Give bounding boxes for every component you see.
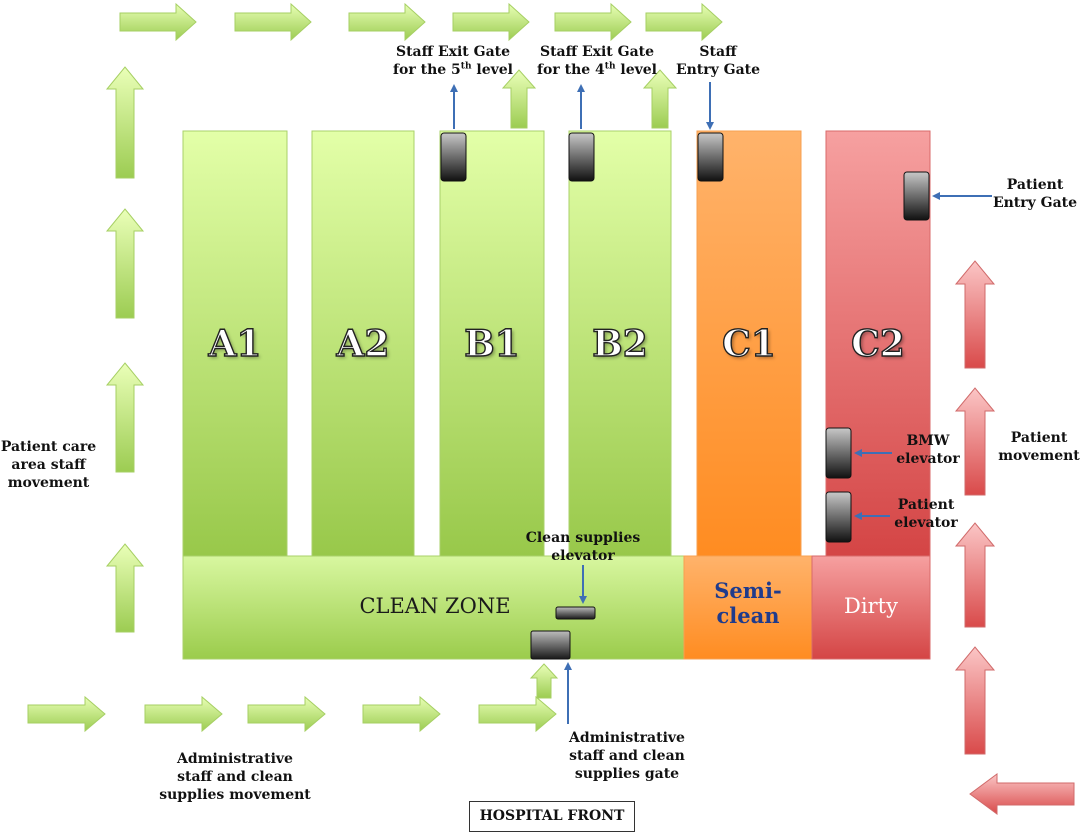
block-c1 [696, 130, 802, 557]
staff-exit-gate-4-label: Staff Exit Gate for the 4th level [522, 43, 672, 79]
bmw-elevator-icon [825, 427, 852, 479]
arrow-up-icon [105, 543, 145, 633]
arrow-right-icon [478, 695, 557, 733]
dirty-zone [811, 555, 931, 660]
staff-exit-gate-4-line2: for the 4th level [537, 61, 657, 79]
patient-elevator-label: Patient elevator [888, 496, 964, 532]
patient-movement-line1: Patient [1010, 430, 1068, 446]
staff-exit-gate-5-line2: for the 5th level [393, 61, 513, 79]
admin-movement-label: Administrative staff and clean supplies … [145, 750, 325, 805]
admin-gate-line1: Administrative [569, 730, 685, 746]
block-a1-title: A1 [208, 322, 262, 365]
arrow-up-icon [642, 69, 678, 129]
arrow-up-icon [501, 69, 537, 129]
staff-entry-gate-icon [697, 132, 724, 182]
bmw-elevator-label: BMW elevator [890, 432, 966, 468]
care-staff-movement-line2: area staff [11, 457, 86, 474]
dirty-zone-label: Dirty [844, 594, 898, 618]
block-b2 [568, 130, 672, 557]
admin-gate-line2: staff and clean [569, 748, 685, 765]
arrow-right-icon [27, 695, 106, 733]
patient-entry-gate-icon [903, 171, 930, 221]
arrow-up-icon [105, 66, 145, 179]
block-c2-title: C2 [850, 322, 905, 365]
admin-gate-icon [530, 630, 571, 660]
clean-supplies-elevator-icon [555, 606, 596, 620]
arrow-up-icon [954, 522, 996, 628]
arrow-right-icon [348, 2, 426, 42]
staff-exit-gate-4-icon [568, 132, 595, 182]
block-a2-title: A2 [336, 322, 390, 365]
admin-gate-label: Administrative staff and clean supplies … [556, 729, 698, 784]
semiclean-zone [683, 555, 813, 660]
staff-entry-gate-line2: Entry Gate [675, 62, 761, 79]
patient-elevator-line2: elevator [894, 515, 958, 532]
clean-zone [182, 555, 685, 660]
clean-supplies-elevator-line1: Clean supplies [525, 530, 641, 546]
arrow-left-icon [969, 773, 1075, 815]
staff-exit-gate-5-icon [440, 132, 467, 182]
arrow-up-icon [954, 646, 996, 755]
block-b1 [439, 130, 545, 557]
care-staff-movement-line3: movement [7, 475, 90, 492]
arrow-right-icon [645, 2, 723, 42]
patient-elevator-line1: Patient [897, 497, 955, 513]
bmw-elevator-line1: BMW [906, 433, 950, 449]
staff-exit-gate-5-line1: Staff Exit Gate [395, 44, 511, 60]
block-b1-title: B1 [464, 322, 521, 365]
patient-entry-gate-line1: Patient [1006, 177, 1064, 193]
patient-entry-gate-line2: Entry Gate [992, 195, 1078, 212]
admin-gate-line3: supplies gate [574, 766, 680, 783]
patient-elevator-icon [825, 491, 852, 543]
patient-entry-gate-label: Patient Entry Gate [990, 176, 1080, 212]
care-staff-movement-line1: Patient care [0, 439, 97, 455]
arrow-up-icon [954, 387, 996, 496]
block-a2 [311, 130, 415, 557]
arrow-right-icon [554, 2, 632, 42]
care-staff-movement-label: Patient care area staff movement [0, 438, 97, 493]
hospital-front-label: HOSPITAL FRONT [469, 801, 635, 832]
arrow-right-icon [144, 695, 223, 733]
bmw-elevator-line2: elevator [896, 451, 960, 468]
staff-exit-gate-5-label: Staff Exit Gate for the 5th level [378, 43, 528, 79]
clean-zone-label: CLEAN ZONE [359, 594, 511, 618]
semiclean-label-line2: clean [716, 603, 780, 629]
staff-entry-gate-line1: Staff [699, 44, 737, 60]
arrow-right-icon [234, 2, 312, 42]
staff-entry-gate-label: Staff Entry Gate [668, 43, 768, 79]
arrow-right-icon [119, 2, 197, 42]
block-b2-title: B2 [592, 322, 649, 365]
clean-supplies-elevator-label: Clean supplies elevator [515, 529, 651, 565]
arrow-up-icon [105, 362, 145, 473]
patient-movement-line2: movement [998, 448, 1080, 465]
admin-movement-line2: staff and clean [177, 769, 293, 786]
arrow-right-icon [452, 2, 530, 42]
admin-movement-line3: supplies movement [159, 787, 311, 804]
semiclean-label: Semi- clean [684, 578, 812, 628]
block-c1-title: C1 [721, 322, 776, 365]
clean-supplies-elevator-line2: elevator [551, 548, 615, 565]
arrow-right-icon [362, 695, 441, 733]
semiclean-label-line1: Semi- [714, 578, 782, 603]
staff-exit-gate-4-line1: Staff Exit Gate [539, 44, 655, 60]
patient-movement-label: Patient movement [995, 429, 1083, 465]
arrow-up-icon [529, 663, 559, 699]
block-a1 [182, 130, 288, 557]
arrow-right-icon [247, 695, 326, 733]
admin-movement-line1: Administrative [177, 751, 293, 767]
arrow-up-icon [954, 260, 996, 369]
arrow-up-icon [105, 208, 145, 319]
